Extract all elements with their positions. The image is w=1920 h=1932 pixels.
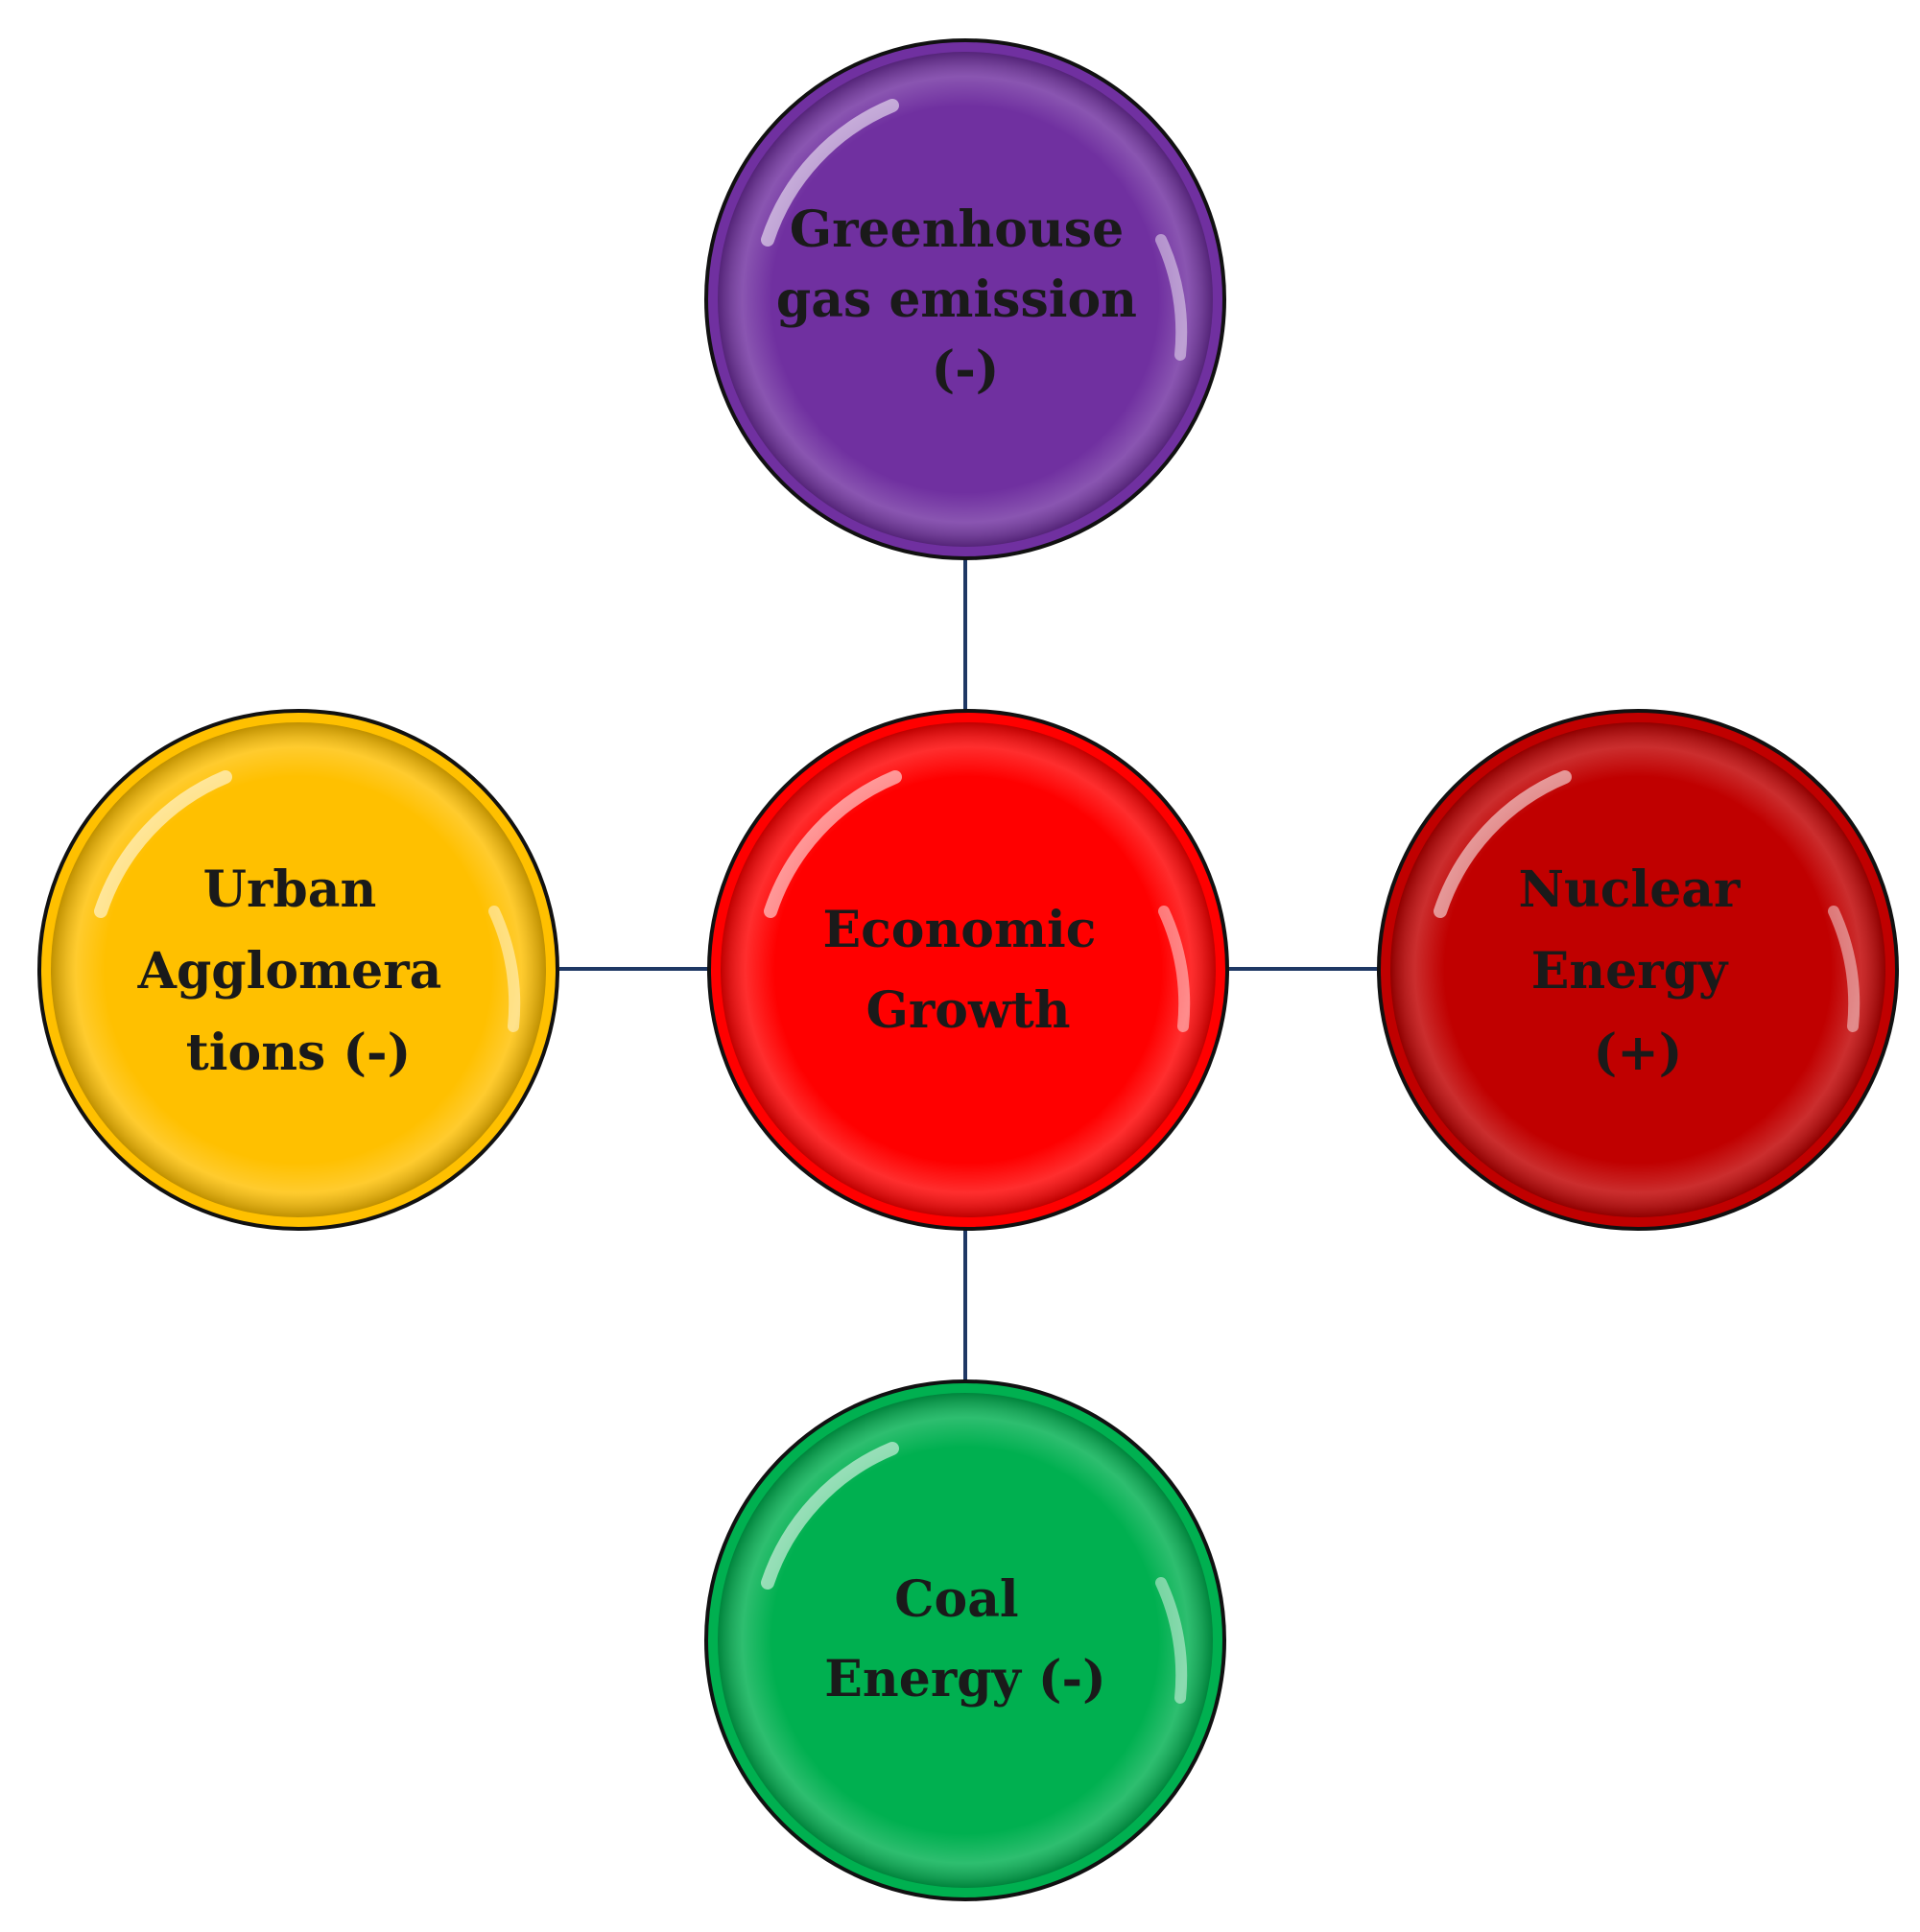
node-nuclear-energy-label: Nuclear Energy (+) bbox=[1518, 860, 1757, 1082]
node-economic-growth-line-2: Growth bbox=[865, 981, 1070, 1040]
node-coal-energy-line-1: Coal bbox=[894, 1570, 1019, 1629]
node-nuclear-energy-highlight bbox=[1390, 722, 1885, 1217]
node-greenhouse-gas-emission-line-1: Greenhouse bbox=[790, 200, 1124, 259]
node-economic-growth-label: Economic Growth bbox=[822, 901, 1113, 1040]
node-economic-growth: Economic Growth bbox=[707, 709, 1229, 1231]
node-greenhouse-gas-emission-sheen bbox=[761, 99, 899, 247]
node-economic-growth-highlight bbox=[721, 722, 1216, 1217]
node-coal-energy: Coal Energy (-) bbox=[704, 1379, 1226, 1901]
node-nuclear-energy-sheen bbox=[1434, 770, 1572, 918]
node-economic-growth-sheen bbox=[764, 770, 902, 918]
node-greenhouse-gas-emission-sheen-2 bbox=[1155, 234, 1188, 361]
node-nuclear-energy: Nuclear Energy (+) bbox=[1377, 709, 1899, 1231]
node-coal-energy-sheen bbox=[761, 1442, 899, 1590]
node-nuclear-energy-line-3: (+) bbox=[1594, 1024, 1683, 1082]
node-coal-energy-label: Coal Energy (-) bbox=[824, 1570, 1105, 1708]
node-economic-growth-sheen-2 bbox=[1158, 906, 1191, 1032]
node-urban-agglomerations-sheen-2 bbox=[488, 906, 521, 1032]
node-coal-energy-line-2: Energy (-) bbox=[824, 1650, 1105, 1708]
node-urban-agglomerations-label: Urban Agglomera tions (-) bbox=[137, 860, 460, 1082]
node-coal-energy-highlight bbox=[718, 1393, 1213, 1888]
node-coal-energy-sheen-2 bbox=[1155, 1577, 1188, 1704]
node-urban-agglomerations: Urban Agglomera tions (-) bbox=[37, 709, 559, 1231]
node-urban-agglomerations-line-3: tions (-) bbox=[186, 1024, 411, 1082]
node-economic-growth-line-1: Economic bbox=[822, 901, 1096, 959]
node-nuclear-energy-line-1: Nuclear bbox=[1518, 860, 1741, 919]
node-greenhouse-gas-emission-line-3: (-) bbox=[932, 341, 1000, 399]
node-urban-agglomerations-line-2: Agglomera bbox=[137, 942, 442, 1001]
node-urban-agglomerations-highlight bbox=[51, 722, 546, 1217]
node-greenhouse-gas-emission: Greenhouse gas emission (-) bbox=[704, 38, 1226, 560]
node-urban-agglomerations-line-1: Urban bbox=[203, 860, 377, 919]
node-urban-agglomerations-sheen bbox=[94, 770, 232, 918]
node-nuclear-energy-line-2: Energy bbox=[1531, 942, 1729, 1001]
node-nuclear-energy-sheen-2 bbox=[1828, 906, 1861, 1032]
node-greenhouse-gas-emission-highlight bbox=[718, 52, 1213, 547]
node-greenhouse-gas-emission-label: Greenhouse gas emission (-) bbox=[776, 200, 1154, 399]
node-greenhouse-gas-emission-line-2: gas emission bbox=[776, 271, 1137, 329]
